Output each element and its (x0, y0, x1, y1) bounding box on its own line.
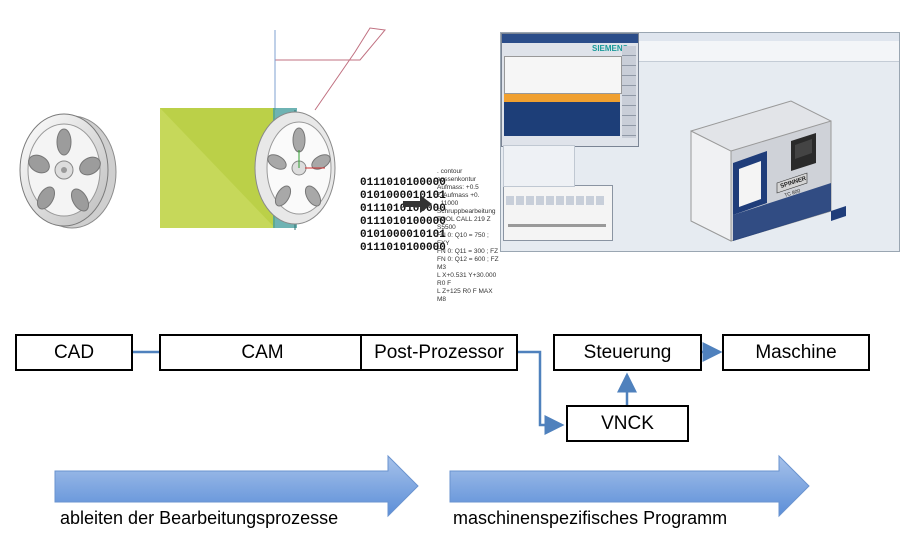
gcode-line: L Z+125 R0 F MAX (437, 288, 493, 295)
machine-control-dialog (503, 185, 613, 241)
gcode-line: M8 (437, 296, 447, 303)
binary-line: 0111010100000 (360, 242, 446, 254)
node-cad: CAD (15, 334, 133, 371)
gcode-line: TOOL CALL 219 Z S5500 (437, 216, 491, 231)
cnc-control-panel: SIEMENS (501, 33, 639, 147)
gcode-line: Z-Aufmass +0. (437, 192, 480, 199)
gcode-line: Aufmass: +0.5 (437, 184, 479, 191)
gcode-line: L X+0.531 Y+30.000 R0 F (437, 272, 497, 287)
arrow-right-icon (403, 195, 432, 213)
label-ableiten: ableiten der Bearbeitungsprozesse (60, 508, 339, 528)
binary-code-block: 0111010100000 0101000010101 011101010000… (360, 177, 446, 255)
node-vnck: VNCK (566, 405, 689, 442)
wheel-cad-image (19, 113, 117, 229)
gcode-block: . contour aussenkontur Aufmass: +0.5 Z-A… (437, 168, 501, 304)
gcode-line: FN 0: Q11 = 300 ; FZ (437, 248, 499, 255)
label-maschinenspezifisch: maschinenspezifisches Programm (453, 508, 728, 528)
process-arrow-right (449, 454, 810, 518)
node-cam: CAM (159, 334, 366, 371)
gcode-line: M3 (437, 264, 447, 271)
node-post-label: Post-Prozessor (374, 341, 504, 363)
ribbon (637, 41, 899, 62)
gcode-line: . 11000 Schruppbearbeitung (437, 200, 496, 215)
software-screenshot: SIEMENS SPINNER TC 800 (500, 32, 900, 252)
connector-post-vnck (518, 350, 565, 435)
node-cam-label: CAM (241, 341, 284, 363)
lathe-machine-image: SPINNER TC 800 (690, 100, 846, 242)
process-arrow-left (54, 454, 419, 518)
binary-line: 0101000010101 (360, 229, 446, 241)
node-post-prozessor: Post-Prozessor (360, 334, 518, 371)
machine-model-label: TC 800 (784, 188, 802, 199)
gcode-line: FN 0: Q10 = 750 ; FXY (437, 232, 489, 247)
node-vnck-label: VNCK (601, 412, 654, 434)
wheel-cam-image (160, 27, 386, 230)
siemens-logo: SIEMENS (592, 44, 629, 53)
gcode-line: . contour aussenkontur (437, 168, 477, 183)
node-maschine-label: Maschine (755, 341, 837, 363)
node-cad-label: CAD (53, 341, 95, 363)
node-steuerung-label: Steuerung (583, 341, 672, 363)
node-maschine: Maschine (722, 334, 870, 371)
gcode-line: FN 0: Q12 = 600 ; FZ (437, 256, 499, 263)
binary-line: 0111010100000 (360, 177, 446, 189)
node-steuerung: Steuerung (553, 334, 702, 371)
binary-line: 0111010100000 (360, 216, 446, 228)
